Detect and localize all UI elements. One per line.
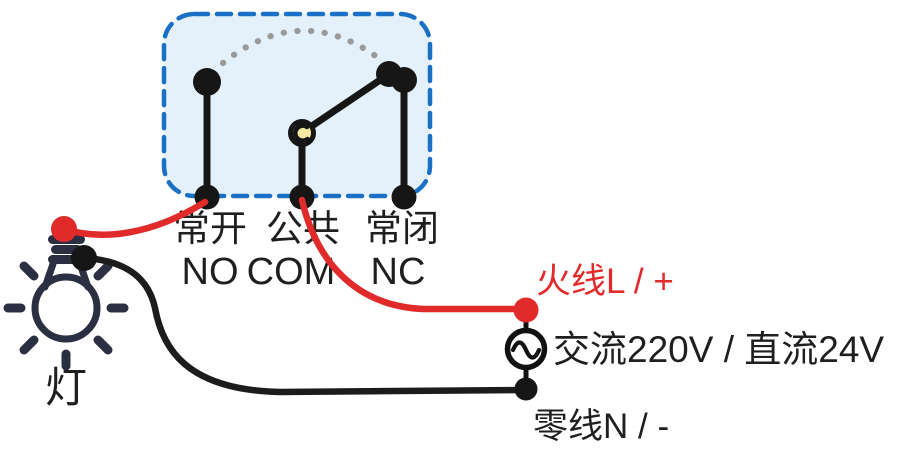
terminal-label-no-en: NO [182,251,239,293]
no-top-contact [193,68,221,96]
source-voltage-label: 交流220V / 直流24V [553,329,884,370]
lamp-ray [19,335,39,355]
live-wire-label: 火线L / + [536,262,674,301]
terminal-label-nc-zh: 常闭 [365,208,439,249]
sine-wave-icon [510,340,542,360]
lever-contact [376,61,402,87]
com-pivot-hook-icon [293,123,310,143]
live-wire-lamp-to-no [60,198,209,238]
lamp-ray [93,335,113,355]
lamp-globe [31,273,101,343]
lamp-ray [19,261,39,281]
live-wire-com-to-source [298,196,530,313]
switch-travel-arc-icon [219,27,385,67]
lamp-live-node [51,216,77,242]
terminal-label-nc-en: NC [371,251,426,293]
nc-terminal [391,184,417,210]
terminal-label-com-en: COM [247,251,336,293]
lamp-label: 灯 [45,364,87,411]
relay-enclosure [161,11,433,199]
lamp-icon [3,235,129,371]
switch-lever [299,70,393,136]
lamp-ray [93,261,113,281]
live-junction-node [513,297,539,323]
neutral-wire-lamp-to-source [80,254,531,396]
neutral-wire-label: 零线N / - [533,407,669,446]
neutral-junction-node [514,377,538,401]
lamp-neutral-node [71,245,97,271]
